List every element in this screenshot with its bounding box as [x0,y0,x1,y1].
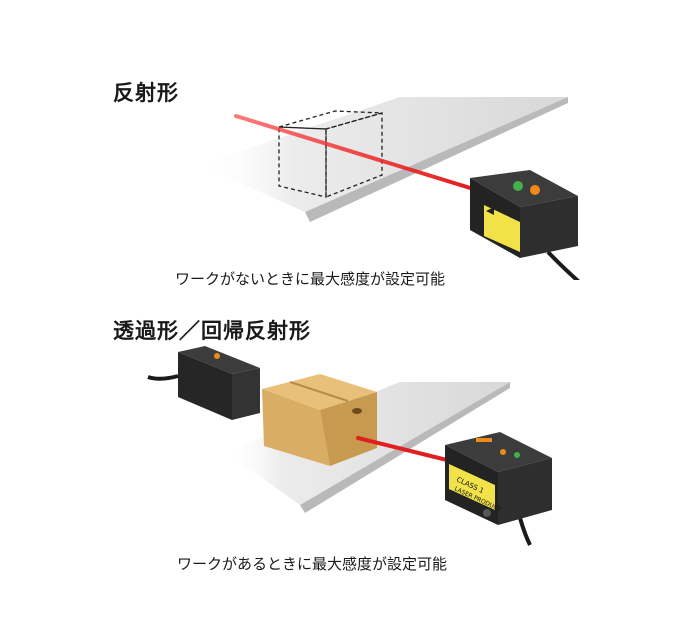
sensor-cable [147,374,179,381]
absent-work-outline [278,110,383,198]
laser-beam [356,436,457,464]
reflective-sensor [470,170,580,280]
sensor-cable [518,517,532,546]
status-led-orange-icon [500,449,506,455]
reflective-illustration [200,97,580,280]
status-led-green-icon [513,181,523,191]
reflective-title: 反射形 [113,81,179,105]
laser-warning-icon [486,207,494,215]
cardboard-box [262,374,377,466]
warning-label [449,464,495,510]
status-led-orange-icon [530,185,540,195]
through-beam-caption: ワークがあるときに最大感度が設定可能 [177,555,448,573]
through-beam-title: 透過形／回帰反射形 [113,319,311,343]
status-led-green-icon [514,452,520,458]
laser-beam [234,114,482,193]
through-beam-illustration: CLASS 1 LASER PRODUCT [147,346,552,546]
receiver-sensor: CLASS 1 LASER PRODUCT [445,432,552,546]
status-led-orange-icon [214,353,220,359]
reflective-caption: ワークがないときに最大感度が設定可能 [175,270,446,288]
warning-label [484,205,520,252]
sensor-cable [546,250,580,280]
conveyor-belt-edge [305,97,568,222]
conveyor-belt [200,97,568,212]
mount-hole-icon [483,509,491,517]
brand-mark-icon [476,438,492,442]
conveyor-belt-edge [300,382,510,513]
emitter-sensor [147,346,260,420]
box-handle-icon [352,408,362,414]
